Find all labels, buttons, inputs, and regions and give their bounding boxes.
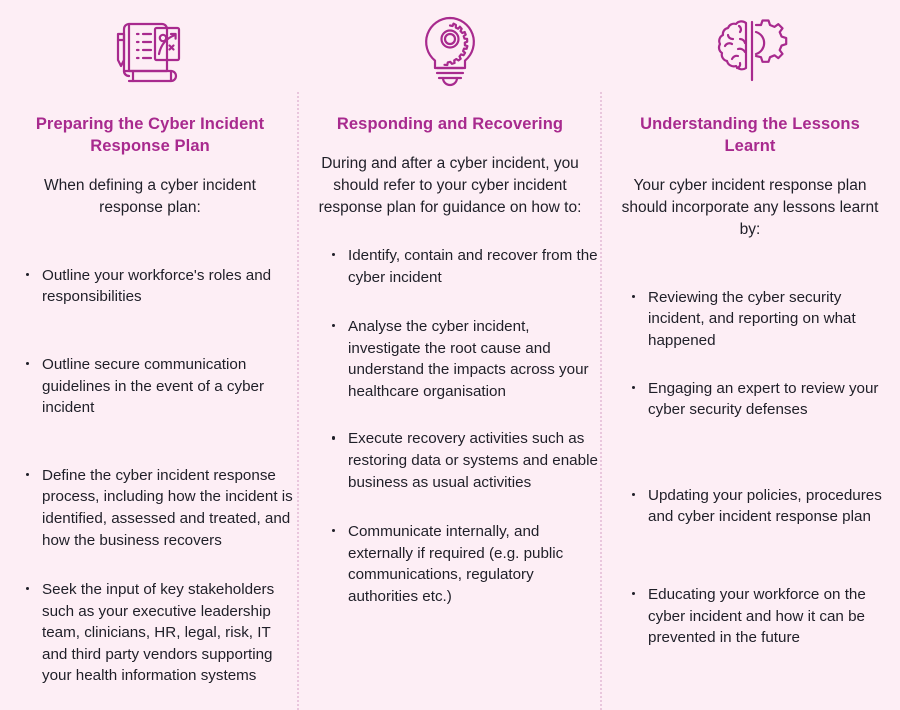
list-item: Outline your workforce's roles and respo…: [24, 265, 296, 308]
column-intro: Your cyber incident response plan should…: [621, 176, 879, 238]
bullet-dot-icon: [26, 361, 30, 366]
column-title: Responding and Recovering: [336, 115, 564, 133]
list-item: Updating your policies, procedures and c…: [630, 485, 900, 528]
list-item: Analyse the cyber incident, investigate …: [330, 316, 602, 402]
column-title: Preparing the Cyber Incident Response Pl…: [35, 115, 265, 155]
list-item: Engaging an expert to review your cyber …: [630, 378, 900, 421]
bullet-dot-icon: [632, 591, 636, 596]
list-item: Outline secure communication guidelines …: [24, 354, 296, 419]
bullet-dot-icon: [332, 436, 336, 440]
column-divider-2: [600, 92, 602, 710]
list-item: Seek the input of key stakeholders such …: [24, 579, 296, 687]
brain-gear-icon: [708, 8, 792, 94]
bullet-list: Identify, contain and recover from the c…: [314, 245, 602, 608]
list-item-text: Identify, contain and recover from the c…: [348, 246, 598, 286]
bullet-list: Reviewing the cyber security incident, a…: [614, 287, 900, 649]
list-item: Define the cyber incident response proce…: [24, 465, 296, 551]
notebook-checklist-chart-icon: [111, 8, 189, 94]
list-item-text: Communicate internally, and externally i…: [348, 523, 564, 605]
list-item: Identify, contain and recover from the c…: [330, 245, 602, 288]
list-item: Communicate internally, and externally i…: [330, 521, 602, 607]
list-item-text: Engaging an expert to review your cyber …: [648, 379, 879, 419]
bullet-dot-icon: [632, 492, 636, 497]
list-item-text: Execute recovery activities such as rest…: [348, 430, 598, 491]
bullet-dot-icon: [632, 385, 636, 389]
list-item-text: Analyse the cyber incident, investigate …: [348, 318, 589, 400]
column-divider-1: [297, 92, 299, 710]
bullet-dot-icon: [26, 586, 30, 591]
column-intro: When defining a cyber incident response …: [44, 176, 256, 216]
list-item: Execute recovery activities such as rest…: [330, 428, 602, 493]
list-item-text: Educating your workforce on the cyber in…: [648, 585, 866, 647]
lightbulb-gear-icon: [416, 8, 484, 94]
column-title: Understanding the Lessons Learnt: [640, 115, 860, 155]
list-item-text: Seek the input of key stakeholders such …: [42, 581, 275, 685]
list-item-text: Define the cyber incident response proce…: [42, 466, 293, 549]
bullet-dot-icon: [332, 323, 336, 328]
bullet-dot-icon: [26, 472, 30, 477]
column-lessons: Understanding the Lessons Learnt Your cy…: [600, 0, 900, 649]
list-item: Educating your workforce on the cyber in…: [630, 584, 900, 649]
bullet-dot-icon: [332, 529, 336, 533]
column-intro: During and after a cyber incident, you s…: [318, 154, 582, 216]
list-item-text: Outline your workforce's roles and respo…: [42, 266, 272, 306]
list-item-text: Outline secure communication guidelines …: [42, 356, 265, 417]
bullet-dot-icon: [332, 252, 336, 257]
bullet-dot-icon: [632, 294, 636, 299]
list-item-text: Reviewing the cyber security incident, a…: [648, 288, 856, 350]
bullet-list: Outline your workforce's roles and respo…: [14, 265, 300, 687]
list-item-text: Updating your policies, procedures and c…: [648, 486, 882, 526]
list-item: Reviewing the cyber security incident, a…: [630, 287, 900, 352]
column-responding: Responding and Recovering During and aft…: [300, 0, 600, 607]
column-preparing: Preparing the Cyber Incident Response Pl…: [0, 0, 300, 687]
bullet-dot-icon: [26, 272, 30, 277]
